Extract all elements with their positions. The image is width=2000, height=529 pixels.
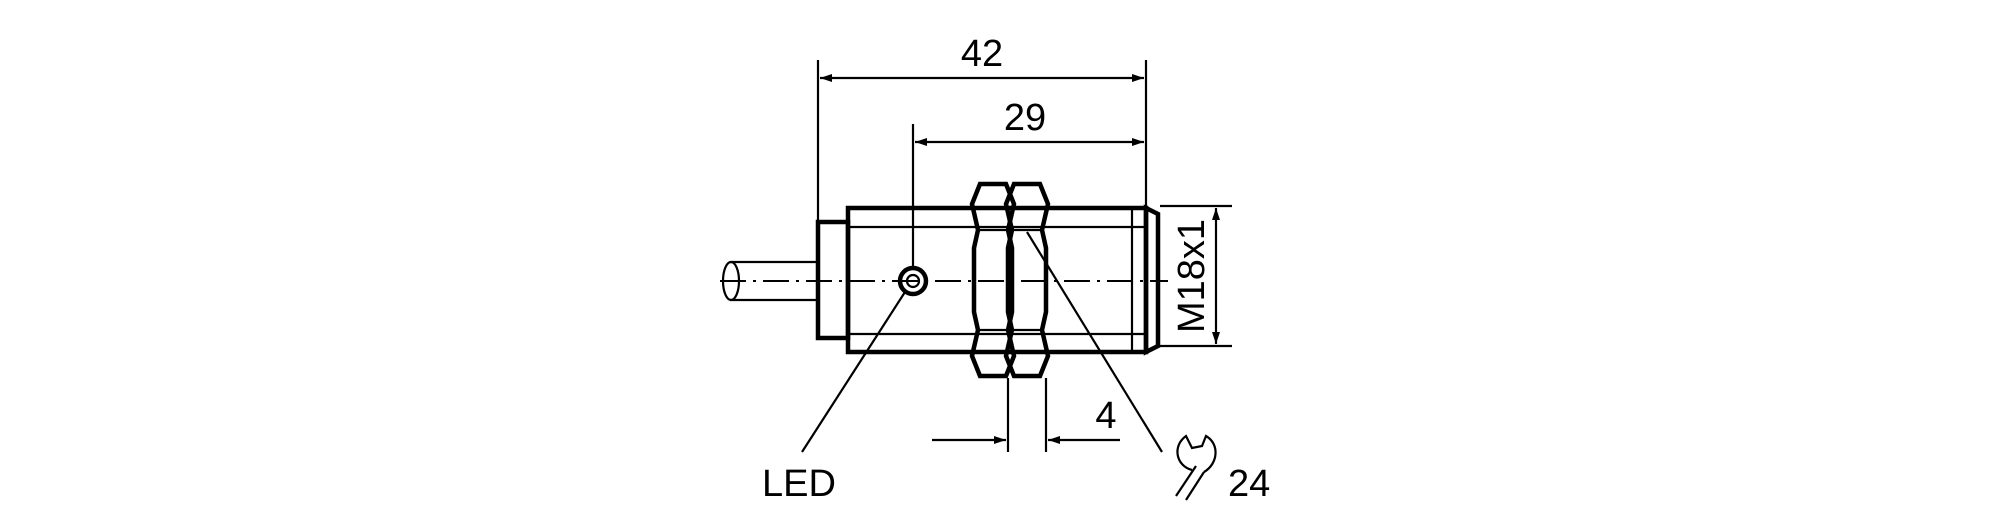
nut-width-label: 4 <box>1095 395 1116 437</box>
overall-length-label: 42 <box>961 33 1003 75</box>
sensor-housing <box>815 204 1161 356</box>
dimension-overall-length: 42 <box>816 33 1148 222</box>
dimension-nut-width: 4 <box>932 378 1120 452</box>
led-callout: LED <box>762 291 906 505</box>
hex-nut-right <box>1003 181 1051 379</box>
dimension-thread-size: M18x1 <box>1160 204 1232 348</box>
wrench-icon <box>1175 434 1217 501</box>
thread-length-label: 29 <box>1004 97 1046 139</box>
thread-size-label: M18x1 <box>1171 219 1213 333</box>
led-label: LED <box>762 463 836 505</box>
wrench-callout: 24 <box>1026 231 1270 505</box>
wrench-size-label: 24 <box>1228 463 1270 505</box>
led-indicator <box>897 265 929 297</box>
dimension-thread-length: 29 <box>911 97 1144 266</box>
